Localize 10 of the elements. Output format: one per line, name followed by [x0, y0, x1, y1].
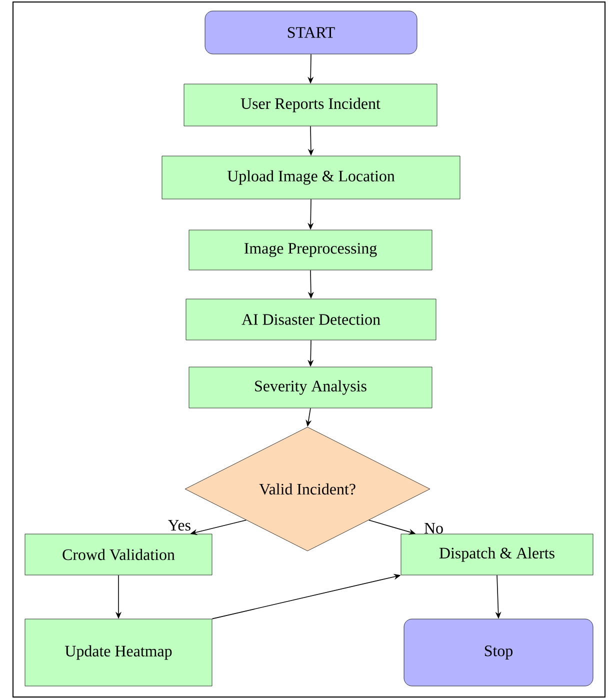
process-box: Image Preprocessing: [188, 230, 432, 270]
process-box: Dispatch & Alerts: [400, 534, 594, 576]
process-box: Update Heatmap: [24, 618, 212, 686]
process-box: Upload Image & Location: [162, 156, 460, 200]
process-box: Crowd Validation: [24, 534, 212, 576]
process-box: User Reports Incident: [184, 84, 438, 126]
process-box: AI Disaster Detection: [186, 298, 436, 340]
terminal-box: START: [204, 10, 418, 54]
process-box: Severity Analysis: [188, 366, 432, 408]
terminal-box: Stop: [404, 618, 594, 686]
